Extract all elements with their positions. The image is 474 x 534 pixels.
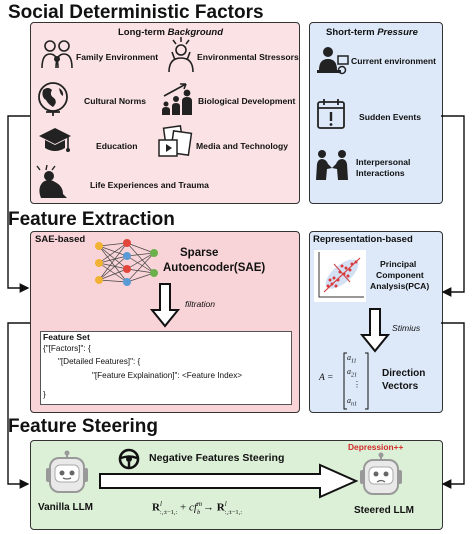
cultural-norms-label: Cultural Norms [84, 96, 147, 106]
steering-formula: Rl:,:t−1,: + cfmb → Rl:,:t−1,: [152, 500, 243, 516]
interpersonal-label: Interpersonal [356, 157, 411, 167]
pca-scatter-icon [314, 250, 366, 302]
media-technology-label: Media and Technology [196, 141, 288, 151]
matrix-lhs: A = [319, 373, 334, 383]
sae-header: SAE-based [35, 234, 86, 245]
family-environment-label: Family Environment [76, 52, 159, 62]
stimius-label: Stimius [392, 323, 421, 333]
short-term-header: Short-term Pressure [326, 27, 418, 38]
biological-development-label: Biological Development [198, 96, 296, 106]
sudden-events-label: Sudden Events [359, 112, 422, 122]
feature-extraction-title: Feature Extraction [8, 209, 175, 230]
interaction-icon [316, 150, 348, 180]
steered-llm-label: Steered LLM [354, 505, 415, 516]
development-icon [162, 83, 192, 115]
social-factors-title: Social Deterministic Factors [8, 2, 264, 23]
long-term-header: Long-term Background [118, 27, 224, 38]
depression-badge: Depression++ [348, 442, 404, 452]
code-line-explanation: "[Feature Explaination]": <Feature Index… [92, 371, 243, 380]
pca-line3: Analysis(PCA) [370, 281, 430, 291]
trauma-icon [36, 164, 67, 198]
education-label: Education [96, 141, 138, 151]
code-line-close: } [43, 390, 46, 399]
environmental-stressors-label: Environmental Stressors [197, 52, 299, 62]
sae-title-line1: Sparse [180, 247, 219, 259]
stressor-icon [168, 37, 194, 73]
filtration-label: filtration [185, 299, 216, 309]
pca-line1: Principal [380, 259, 417, 269]
calendar-alert-icon [317, 99, 345, 129]
matrix-entry-a11: a11 [347, 353, 357, 365]
current-environment-label: Current environment [351, 56, 436, 66]
steering-arrow-icon [99, 463, 359, 499]
globe-icon [38, 82, 68, 116]
representation-header: Representation-based [313, 234, 413, 245]
pca-line2: Component [376, 270, 424, 280]
matrix-entry-a21: a21 [347, 367, 357, 379]
code-line-detailed: "[Detailed Features]": { [58, 357, 141, 366]
matrix-brackets [343, 352, 369, 410]
direction-line2: Vectors [382, 381, 419, 392]
feature-set-box [40, 331, 292, 405]
graduation-cap-icon [39, 128, 71, 152]
feature-set-title: Feature Set [43, 332, 90, 342]
code-line-factors: {"[Factors]": { [43, 344, 91, 353]
family-icon [41, 40, 73, 69]
negative-steering-label: Negative Features Steering [149, 452, 285, 464]
steering-wheel-icon [118, 448, 140, 470]
vanilla-llm-label: Vanilla LLM [38, 502, 94, 513]
office-environment-icon [317, 47, 349, 75]
life-experiences-label: Life Experiences and Trauma [90, 180, 209, 190]
matrix-entry-dots: ⋮ [353, 380, 361, 389]
neural-network-icon [95, 239, 158, 286]
vanilla-robot-icon [46, 450, 88, 493]
media-icon [158, 125, 193, 157]
stimius-arrow-icon [360, 308, 390, 353]
direction-line1: Direction [382, 368, 426, 379]
steered-robot-icon [360, 452, 402, 495]
interactions-label: Interactions [356, 168, 405, 178]
filtration-arrow-icon [150, 283, 180, 328]
sae-title-line2: Autoencoder(SAE) [163, 262, 266, 274]
feature-steering-title: Feature Steering [8, 416, 158, 437]
matrix-entry-an1: an1 [347, 396, 357, 408]
